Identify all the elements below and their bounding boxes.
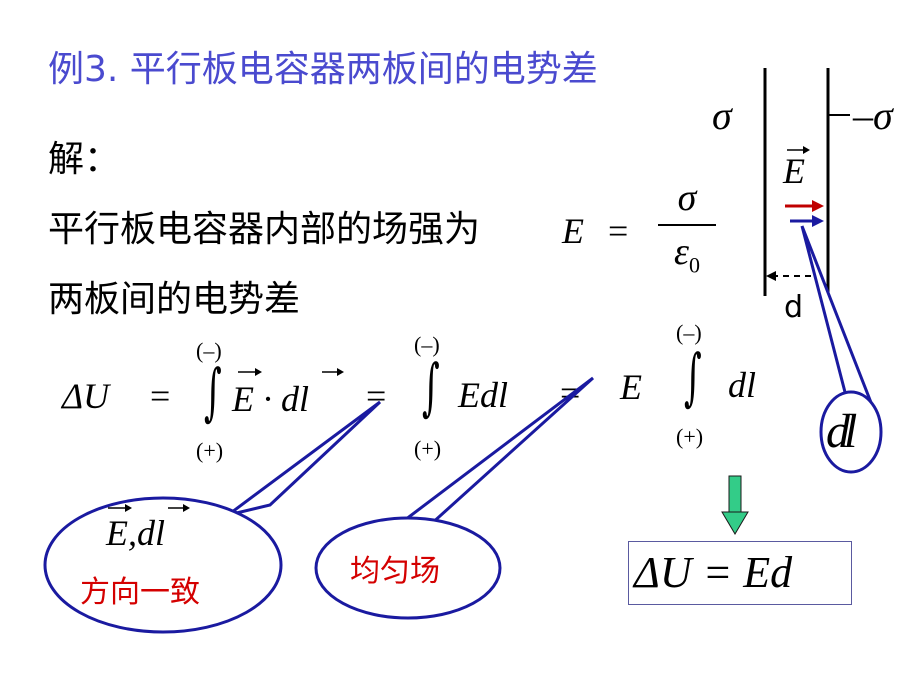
gap-arrowhead [766, 271, 776, 281]
result-arrow-shaft [728, 475, 742, 513]
epsilon-symbol: ε [674, 230, 689, 273]
dl-arrowhead [812, 215, 824, 227]
vec-l-arrowhead [337, 368, 344, 376]
callout-3-bubble [819, 390, 883, 474]
result-formula: ΔU = Ed [634, 548, 793, 597]
callout-vec-E-arrowhead [125, 504, 132, 512]
callout-2-pointer [384, 376, 595, 537]
solution-label: 解： [48, 139, 121, 180]
integral-sign-2: ∫ [422, 350, 440, 423]
integral-sign-3: ∫ [684, 340, 702, 413]
left-charge-label: σ [712, 93, 732, 138]
field-vector-label: E [783, 151, 805, 191]
epsilon-subscript: 0 [688, 252, 700, 278]
integral-sign-1: ∫ [204, 355, 222, 428]
diagram-vec-E-arrowhead [803, 146, 810, 154]
field-fraction: σ ε0 [658, 178, 716, 285]
page-title: 例3. 平行板电容器两板间的电势差 [48, 49, 598, 90]
lower-limit-3: (+) [676, 424, 704, 449]
integral-equals-1: = [150, 376, 171, 416]
potential-statement: 两板间的电势差 [48, 279, 301, 320]
callout-2-bubble [314, 516, 502, 620]
integral-equals-2: = [366, 376, 387, 416]
upper-limit-3: (–) [676, 320, 702, 345]
upper-limit-1: (–) [196, 338, 222, 363]
fraction-bar [658, 224, 716, 226]
coef-3: E [620, 367, 642, 407]
callout-1-pointer [227, 400, 382, 517]
result-arrowhead [721, 511, 749, 535]
lower-limit-2: (+) [414, 436, 442, 461]
upper-limit-2: (–) [414, 332, 440, 357]
field-equals: = [608, 211, 629, 251]
callout-3-pointer [800, 225, 873, 402]
fraction-numerator: σ [677, 177, 697, 219]
callout-1-bubble [43, 496, 283, 634]
lower-limit-1: (+) [196, 438, 224, 463]
gap-label: d [784, 290, 804, 325]
callout-3-text: dl [826, 405, 857, 458]
callout-1-vectors: E,dl [106, 513, 165, 553]
fraction-denominator: ε0 [658, 232, 716, 286]
right-charge-label: –σ [853, 93, 893, 138]
result-box [628, 541, 852, 605]
integrand-1: E · dl [232, 379, 309, 419]
integrand-3: dl [728, 365, 757, 405]
integrand-2: Edl [458, 375, 508, 415]
callout-vec-l-arrowhead [183, 504, 190, 512]
field-statement: 平行板电容器内部的场强为 [48, 209, 481, 250]
vec-E-arrowhead [255, 368, 262, 376]
delta-u-lhs: ΔU [62, 376, 110, 416]
callout-2-note: 均匀场 [350, 554, 440, 589]
field-arrowhead [812, 200, 824, 212]
field-lhs: E [562, 211, 584, 251]
callout-1-note: 方向一致 [80, 575, 200, 610]
